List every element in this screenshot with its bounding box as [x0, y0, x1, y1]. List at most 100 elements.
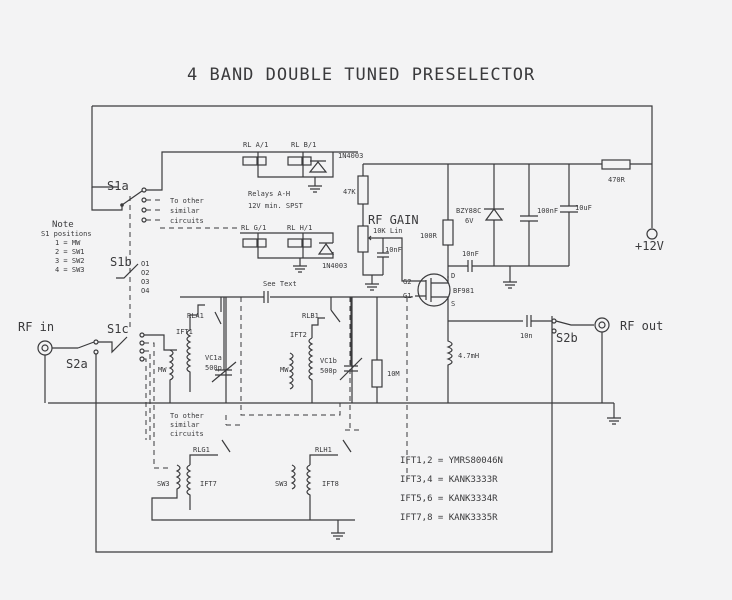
- label-diode-top: 1N4003: [338, 152, 363, 160]
- ground-icon: [293, 258, 307, 273]
- coil-ift7: [151, 439, 355, 521]
- label-10m: 10M: [387, 370, 400, 378]
- label-rlh1: RLH1: [315, 446, 332, 454]
- relay-coil-b: [287, 156, 303, 166]
- other-circuits-3: circuits: [170, 217, 204, 225]
- relay-contact-h: [302, 238, 312, 248]
- relay-contact-a: [257, 156, 267, 166]
- note-subheading: S1 positions: [41, 230, 92, 238]
- relay-coil-a: [242, 156, 258, 166]
- diode-1n4003-bottom-icon: [317, 242, 335, 255]
- switch-s1b[interactable]: [116, 263, 139, 279]
- varcap-vc1b-icon[interactable]: [339, 297, 363, 381]
- coil-mw-1: [168, 349, 174, 403]
- relay-contact-rlb1: [330, 297, 353, 403]
- label-rl-b: RL B/1: [291, 141, 316, 149]
- rf-out-connector-icon[interactable]: [594, 317, 610, 333]
- rf-in-connector-icon[interactable]: [37, 340, 53, 356]
- switch-s2b[interactable]: [555, 320, 594, 326]
- s1b-contact-2: O2: [141, 269, 149, 277]
- label-s2a: S2a: [66, 357, 88, 371]
- label-s2b: S2b: [556, 331, 578, 345]
- label-rl-h: RL H/1: [287, 224, 312, 232]
- label-s1a: S1a: [107, 179, 129, 193]
- label-sw3-2: SW3: [275, 480, 288, 488]
- switch-s1a[interactable]: [121, 190, 143, 206]
- relay-note-2: 12V min. SPST: [248, 202, 304, 210]
- switch-s2a[interactable]: [77, 341, 95, 349]
- mosfet-bf981-icon: [417, 273, 451, 307]
- label-g1: G1: [403, 292, 411, 300]
- plus12v-terminal-icon[interactable]: [646, 228, 658, 240]
- relay-coil-h: [287, 238, 303, 248]
- label-rlg1: RLG1: [193, 446, 210, 454]
- s1b-contact-4: O4: [141, 287, 149, 295]
- other-circuits-6: circuits: [170, 430, 204, 438]
- label-470r: 470R: [608, 176, 626, 184]
- other-circuits-4: To other: [170, 412, 204, 420]
- note-line-3: 3 = SW2: [55, 257, 85, 265]
- label-zener-v: 6V: [465, 217, 474, 225]
- varcap-vc1a-icon[interactable]: [211, 297, 237, 383]
- label-cout: 10n: [520, 332, 533, 340]
- note-heading: Note: [52, 220, 74, 230]
- coil-ift8: [290, 439, 352, 540]
- other-circuits-5: similar: [170, 421, 200, 429]
- supply-rail-left: [91, 106, 118, 188]
- label-rl-g: RL G/1: [241, 224, 266, 232]
- relay-coil-g: [242, 238, 258, 248]
- s1b-contact-1: O1: [141, 260, 149, 268]
- label-mw-2: MW: [280, 366, 289, 374]
- label-100r: 100R: [420, 232, 438, 240]
- plus12v-label: +12V: [635, 239, 664, 253]
- label-diode-bottom: 1N4003: [322, 262, 347, 270]
- label-pot-10k: 10K Lin: [373, 227, 403, 235]
- label-zener: BZY88C: [456, 207, 481, 215]
- resistor-100r: [442, 219, 454, 246]
- label-s1c: S1c: [107, 322, 129, 336]
- tuned-bus-top: [180, 296, 413, 298]
- other-circuits-1: To other: [170, 197, 204, 205]
- ground-icon: [308, 177, 322, 193]
- label-47k: 47K: [343, 188, 356, 196]
- note-line-1: 1 = MW: [55, 239, 81, 247]
- s1b-contact-3: O3: [141, 278, 149, 286]
- label-vc1b-value: 500p: [320, 367, 337, 375]
- label-rl-a: RL A/1: [243, 141, 268, 149]
- label-see-text: See Text: [263, 280, 297, 288]
- label-rf-out: RF out: [620, 319, 663, 333]
- other-circuits-2: similar: [170, 207, 200, 215]
- label-10uf: 10uF: [575, 204, 592, 212]
- parts-list-2: IFT3,4 = KANK3333R: [400, 475, 498, 485]
- label-gain-10nf: 10nF: [385, 246, 402, 254]
- pot-rf-gain[interactable]: [357, 225, 369, 253]
- label-mw-1: MW: [158, 366, 167, 374]
- cap-see-text: [263, 291, 269, 303]
- zener-icon: [484, 207, 504, 221]
- label-ift8: IFT8: [322, 480, 339, 488]
- parts-list-1: IFT1,2 = YMRS80046N: [400, 456, 503, 466]
- label-drain: D: [451, 272, 455, 280]
- diode-1n4003-top-icon: [308, 160, 328, 173]
- relay-feed-top: [146, 151, 358, 191]
- note-line-2: 2 = SW1: [55, 248, 85, 256]
- label-source: S: [451, 300, 455, 308]
- label-ift7: IFT7: [200, 480, 217, 488]
- note-line-4: 4 = SW3: [55, 266, 85, 274]
- coil-ift1: [186, 304, 205, 392]
- cap-10nf: [448, 260, 490, 272]
- label-10nf: 10nF: [462, 250, 479, 258]
- label-rla1: RLA1: [187, 312, 204, 320]
- label-rf-in: RF in: [18, 320, 54, 334]
- coil-mw-2: [288, 352, 294, 390]
- resistor-470r: [601, 159, 631, 170]
- ground-icon: [365, 275, 379, 291]
- label-g2: G2: [403, 278, 411, 286]
- label-ift2: IFT2: [290, 331, 307, 339]
- title: 4 BAND DOUBLE TUNED PRESELECTOR: [187, 65, 535, 85]
- resistor-47k: [357, 175, 369, 205]
- relay-contact-rla1: [214, 297, 227, 403]
- label-ift1: IFT1: [176, 328, 193, 336]
- coil-ift2: [308, 317, 325, 403]
- label-vc1b: VC1b: [320, 357, 337, 365]
